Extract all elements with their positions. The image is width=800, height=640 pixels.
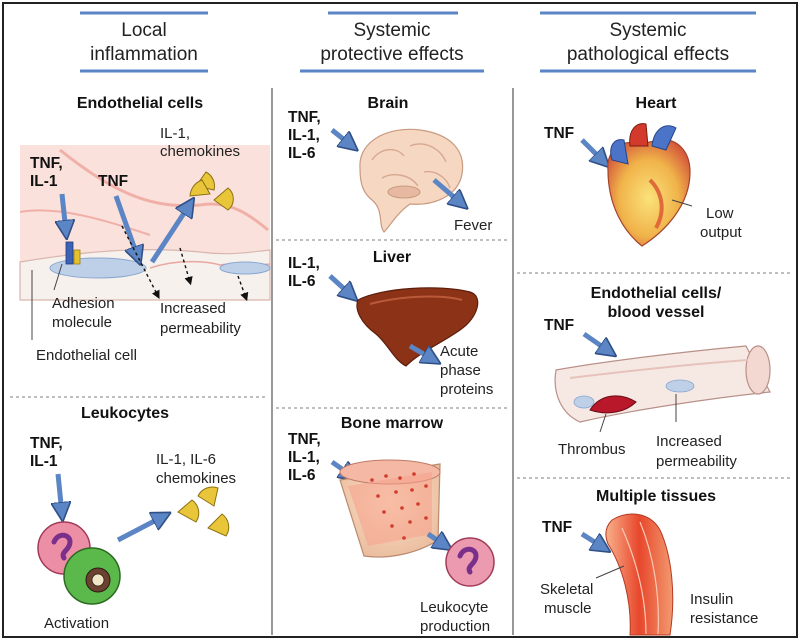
endothelial-tnf-label: TNF [98,173,128,190]
heart-cytokine: TNF [544,125,574,142]
bone-marrow-title: Bone marrow [341,415,444,432]
brain-cytokine-line3: IL-6 [288,145,316,162]
bone-marrow-icon [339,459,441,558]
thrombus-label: Thrombus [558,441,626,458]
vessel-title-line1: Endothelial cells/ [591,285,722,302]
leukocyte-production-line2: production [420,618,490,635]
leukocytes-released-line1: IL-1, IL-6 [156,451,216,468]
endothelial-cytokines-line1: TNF, [30,155,63,172]
column-title-pathological-1: Systemic [609,20,686,41]
column-title-local-2: inflammation [90,44,198,65]
heart-effect-line1: Low [706,205,734,222]
arrow-icon [113,195,138,258]
arrow-icon [580,138,604,162]
bone-marrow-cytokine-line2: IL-1, [288,449,320,466]
arrow-icon [116,516,164,543]
arrow-icon [582,331,610,352]
adhesion-molecule-line1: Adhesion [52,295,115,312]
arrow-icon [58,473,62,514]
blood-vessel-icon [554,345,771,423]
vessel-effect-line2: permeability [656,453,737,470]
endothelial-cytokines-line2: IL-1 [30,173,58,190]
adhesion-molecule-icon [65,241,81,265]
skeletal-muscle-icon [605,513,674,636]
heart-icon [607,123,691,247]
dashed-arrow-icon [237,275,249,302]
adhesion-molecule-line2: molecule [52,314,112,331]
arrow-icon [580,531,604,548]
endothelial-title: Endothelial cells [77,95,203,112]
column-title-protective-1: Systemic [353,20,430,41]
leukocytes-released-line2: chemokines [156,470,236,487]
tissues-effect-line2: resistance [690,610,758,627]
column-title-protective-2: protective effects [320,44,463,65]
liver-effect-line2: phase [440,362,481,379]
arrow-icon [149,204,190,264]
tissues-title: Multiple tissues [596,488,716,505]
vessel-effect-line1: Increased [656,433,722,450]
endothelial-cell-label: Endothelial cell [36,347,137,364]
liver-title: Liver [373,249,411,266]
leader-line [595,565,625,579]
leader-line [53,263,63,291]
brain-icon [359,128,464,233]
tissues-effect-line1: Insulin [690,591,733,608]
muscle-label-line2: muscle [544,600,592,617]
chemokine-icon [189,171,234,211]
bone-marrow-cytokine-line3: IL-6 [288,467,316,484]
vessel-cytokine: TNF [544,317,574,334]
arrow-icon [328,274,352,296]
arrow-icon [330,128,352,146]
leukocyte-cell-icon [445,537,495,587]
leukocytes-cytokines-line2: IL-1 [30,453,58,470]
brain-title: Brain [368,95,409,112]
liver-cytokine-line1: IL-1, [288,255,320,272]
arrow-icon [408,343,434,360]
leukocytes-cytokines-line1: TNF, [30,435,63,452]
leukocytes-title: Leukocytes [81,405,169,422]
arrow-icon [426,534,446,546]
permeability-line2: permeability [160,320,241,337]
liver-effect-line3: proteins [440,381,493,398]
bone-marrow-cytokine-line1: TNF, [288,431,321,448]
fever-label: Fever [454,217,492,234]
heart-title: Heart [636,95,678,112]
leader-line [599,413,607,433]
arrow-icon [62,193,66,232]
column-title-pathological-2: pathological effects [567,44,729,65]
permeability-line1: Increased [160,300,226,317]
chemokine-icon [177,486,230,537]
leukocyte-cell-icon [37,521,121,605]
dashed-arrow-icon [121,225,160,299]
arrow-icon [432,178,462,204]
column-title-local-1: Local [121,20,166,41]
vessel-title-line2: blood vessel [608,304,705,321]
leukocyte-production-line1: Leukocyte [420,599,488,616]
endothelial-released-line1: IL-1, [160,125,190,142]
tissues-cytokine: TNF [542,519,572,536]
heart-effect-line2: output [700,224,743,241]
liver-icon [356,287,479,367]
muscle-label-line1: Skeletal [540,581,593,598]
liver-cytokine-line2: IL-6 [288,273,316,290]
leader-line [671,199,693,207]
liver-effect-line1: Acute [440,343,478,360]
endothelial-released-line2: chemokines [160,143,240,160]
brain-cytokine-line2: IL-1, [288,127,320,144]
brain-cytokine-line1: TNF, [288,109,321,126]
activation-label: Activation [44,615,109,632]
